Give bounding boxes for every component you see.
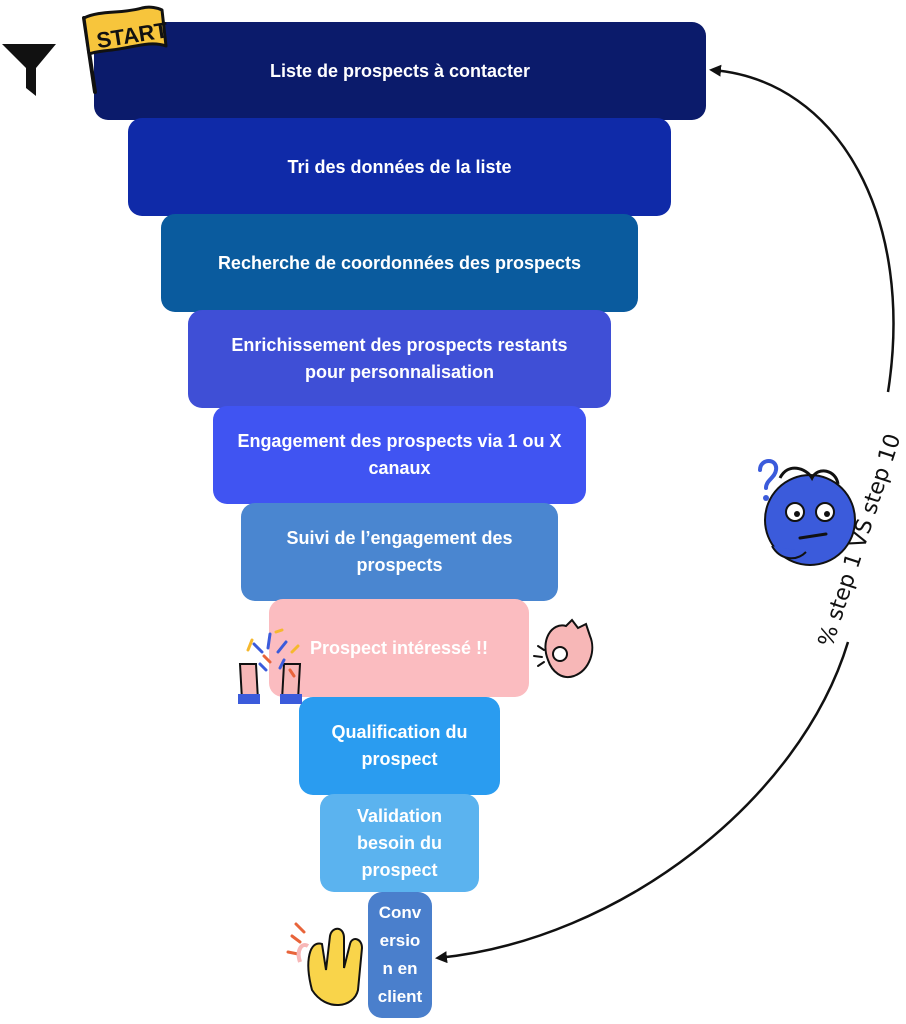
thinking-face-icon	[758, 459, 856, 566]
step-4-line-2: pour personnalisation	[304, 362, 494, 382]
funnel-step-5: Engagement des prospects via 1 ou X cana…	[213, 406, 586, 504]
ok-hand-icon	[533, 618, 594, 678]
step-6-line-1: Suivi de l’engagement des	[286, 528, 513, 548]
step-5-line-1: Engagement des prospects via 1 ou X	[237, 431, 562, 451]
funnel-step-6: Suivi de l’engagement des prospects	[241, 503, 558, 601]
step-9-line-1: Validation	[356, 805, 443, 826]
loop-arrow	[435, 64, 895, 964]
step-8-line-1: Qualification du	[331, 722, 468, 742]
start-flag-icon: START	[82, 5, 170, 94]
waving-hand-icon	[286, 922, 364, 1006]
step-9-line-2: besoin du	[357, 832, 442, 853]
step-9-line-3: prospect	[361, 859, 438, 880]
step-10-line-4: client	[377, 987, 423, 1006]
step-7-line-1: Prospect intéressé !!	[309, 637, 489, 658]
funnel-step-2: Tri des données de la liste	[128, 118, 671, 216]
funnel-step-10: Conv ersio n en client	[368, 892, 432, 1018]
funnel-step-7: Prospect intéressé !!	[269, 599, 529, 697]
step-8-line-2: prospect	[361, 749, 438, 769]
funnel-step-4: Enrichissement des prospects restants po…	[188, 310, 611, 408]
funnel-step-3: Recherche de coordonnées des prospects	[161, 214, 638, 312]
step-2-line-1: Tri des données de la liste	[287, 156, 512, 177]
funnel-step-8: Qualification du prospect	[299, 697, 500, 795]
celebration-hands-icon	[238, 628, 302, 704]
step-10-line-1: Conv	[378, 903, 422, 922]
step-5-line-2: canaux	[368, 458, 431, 478]
step-10-line-3: n en	[382, 959, 418, 978]
funnel-step-9: Validation besoin du prospect	[320, 794, 479, 892]
funnel-step-1: Liste de prospects à contacter	[94, 22, 706, 120]
step-1-line-1: Liste de prospects à contacter	[269, 60, 531, 81]
step-10-line-2: ersio	[379, 931, 421, 950]
step-6-line-2: prospects	[356, 555, 443, 575]
step-4-line-1: Enrichissement des prospects restants	[231, 335, 568, 355]
funnel-icon	[2, 44, 56, 96]
step-3-line-1: Recherche de coordonnées des prospects	[217, 252, 582, 273]
